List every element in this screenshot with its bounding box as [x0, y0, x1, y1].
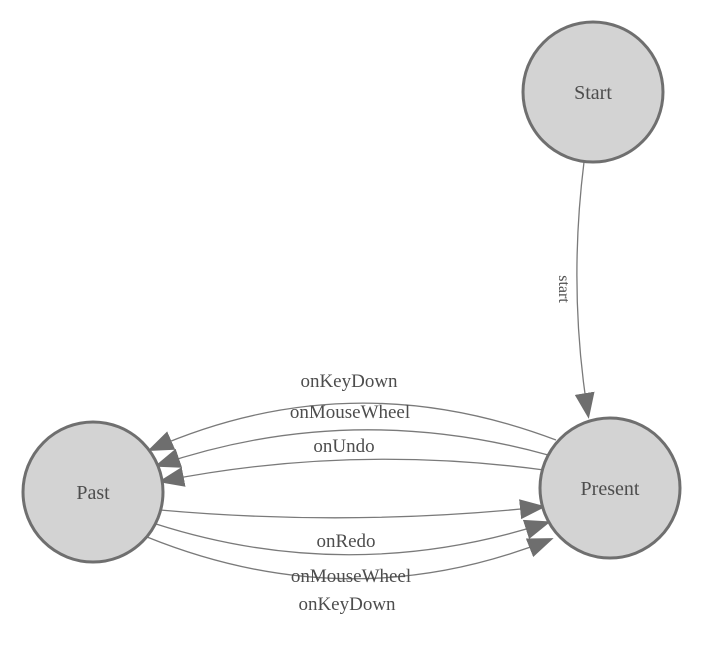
node-start[interactable]: Start: [521, 20, 665, 164]
node-present-circle[interactable]: [538, 416, 682, 560]
node-past-circle[interactable]: [21, 420, 165, 564]
edge-present-to-past-onundo: [158, 458, 545, 487]
edge-label-onkeydown-top: onKeyDown: [300, 371, 398, 392]
node-start-label: Start: [574, 82, 612, 104]
edge-present-to-past-onmousewheel: [154, 429, 549, 468]
edge-past-to-present-onmousewheel: [155, 519, 551, 556]
node-past[interactable]: Past: [21, 420, 165, 564]
edge-past-to-present-onredo: [159, 499, 546, 520]
node-start-circle[interactable]: [521, 20, 665, 164]
edge-label-onmousewheel-top: onMouseWheel: [290, 402, 410, 423]
node-present[interactable]: Present: [538, 416, 682, 560]
node-past-label: Past: [76, 482, 110, 504]
edge-label-onkeydown-bottom: onKeyDown: [298, 594, 396, 615]
edge-label-onundo: onUndo: [313, 436, 374, 457]
edge-label-onmousewheel-bottom: onMouseWheel: [291, 566, 411, 587]
node-present-label: Present: [581, 478, 640, 500]
edge-start-to-present: [574, 161, 595, 419]
edge-past-to-present-onkeydown: [146, 536, 554, 580]
edge-label-start: start: [555, 275, 572, 303]
edge-label-onredo: onRedo: [316, 531, 375, 552]
edge-present-to-past-onkeydown: [147, 402, 557, 452]
